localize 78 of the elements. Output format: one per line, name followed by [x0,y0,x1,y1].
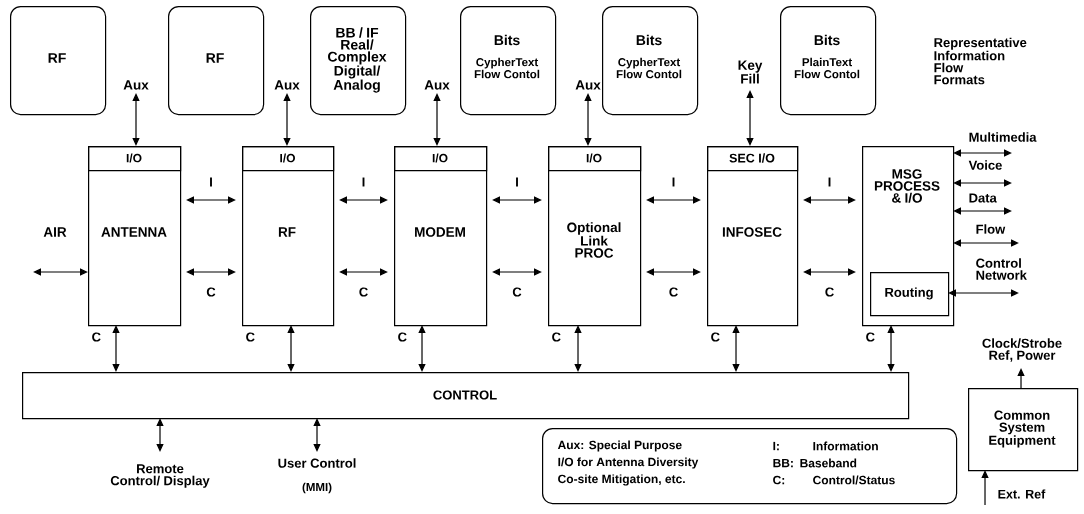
io-header: SEC I/O [707,146,799,172]
port-label: Aux [123,80,149,90]
arrow [953,179,1012,187]
arrow [112,325,120,372]
text-label: AIR [43,227,67,237]
arrow [953,239,1019,247]
rounded-box: Bits CypherText Flow Contol [460,6,557,116]
arrow [646,196,701,204]
port-label: Flow [976,224,1006,234]
arrow [132,93,140,146]
port-label: Clock/Strobe Ref, Power [982,338,1062,362]
edge-label: I [210,177,212,187]
arrow [433,93,441,146]
port-label: Voice [968,160,1002,170]
edge-label: C [398,332,407,342]
io-header: I/O [242,146,335,172]
arrow [186,268,236,276]
arrow [803,196,856,204]
arrow [953,149,1012,157]
rounded-box: Bits PlainText Flow Contol [780,6,877,116]
port-label: Aux [424,80,450,90]
rounded-box: Bits CypherText Flow Contol [602,6,699,116]
edge-label: C [711,332,720,342]
arrow [313,418,321,452]
edge-label: I [516,177,518,187]
io-header: I/O [548,146,642,172]
key-box: Aux: Special Purpose I/O for Antenna Diversity Co-site Mitigation, etc. I: Information BB: Baseband C: Control/Status [542,428,958,505]
arrow [953,207,1012,215]
edge-label: C [866,332,875,342]
arrow [574,325,582,372]
arrow [887,325,895,372]
text-label: Representative Information Flow Formats [934,37,1027,85]
edge-label: C [552,332,561,342]
io-header: I/O [394,146,488,172]
edge-label: I [362,177,365,187]
edge-label: C [359,287,368,297]
arrow [492,196,542,204]
arrow [283,93,291,146]
port-label: Aux [274,80,300,90]
port-label: Key Fill [738,60,763,84]
edge-label: C [512,287,522,297]
edge-label: C [825,287,834,297]
rounded-box: RF [168,6,265,116]
edge-label: C [246,332,255,342]
port-label: Multimedia [969,132,1037,142]
text-label: Ext. Ref [998,489,1046,499]
arrow [339,268,388,276]
arrow [732,325,740,372]
port-label: User Control (MMI) [278,458,356,494]
port-label: Control Network [976,258,1027,280]
arrow [492,268,542,276]
port-label: Aux [575,80,601,90]
arrow [33,268,88,276]
edge-label: I [828,177,831,187]
arrow [584,93,592,146]
arrow [156,418,164,452]
edge-label: I [672,177,675,187]
edge-label: C [92,332,101,342]
arrow [646,268,701,276]
edge-label: C [669,287,678,297]
arrow [981,470,989,506]
arrow [948,289,1019,297]
arrow [803,268,856,276]
arrow [1017,368,1025,389]
port-label: Data [969,193,997,203]
arrow [339,196,388,204]
rounded-box: BB / IF Real/ Complex Digital/ Analog [310,6,407,116]
edge-label: C [206,287,216,297]
arrow [186,196,236,204]
arrow [287,325,295,372]
arrow [746,90,754,146]
io-header: I/O [88,146,182,172]
control-bar: CONTROL [22,372,910,420]
rounded-box: RF [10,6,107,116]
port-label: Remote Control/ Display [110,464,210,488]
routing-box: Routing [870,272,950,317]
equipment-box: Common System Equipment [968,388,1079,472]
arrow [418,325,426,372]
